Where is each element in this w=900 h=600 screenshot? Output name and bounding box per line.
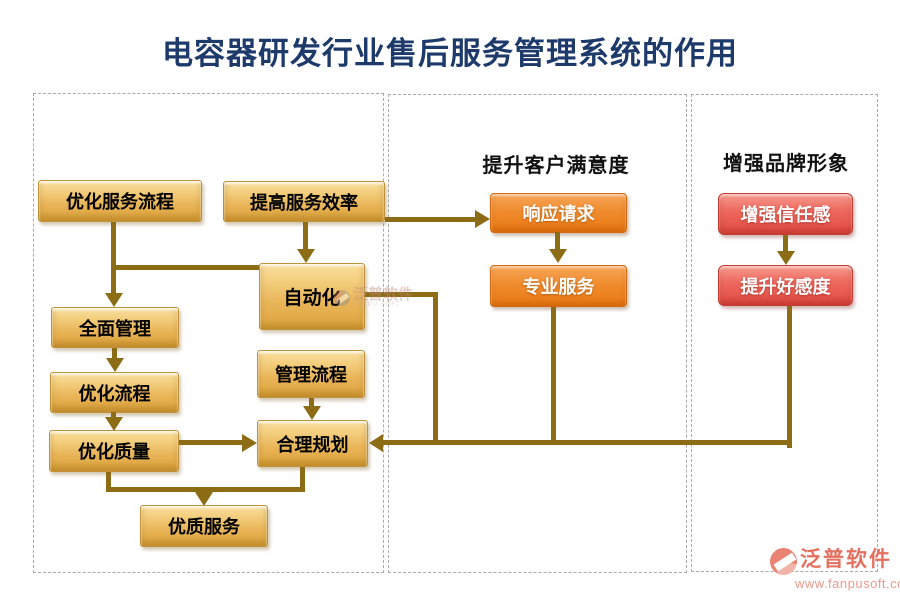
node-manage-process: 管理流程 [257, 350, 365, 398]
edge-automation-feedback-vline [433, 292, 438, 443]
edge-professional-feedback-vline [551, 307, 556, 443]
node-improve-favorability: 提升好感度 [718, 265, 853, 306]
node-improve-service-efficiency: 提高服务效率 [223, 181, 385, 222]
edge-ise-to-respond-arrowhead [475, 210, 490, 228]
node-optimize-process: 优化流程 [50, 372, 179, 413]
edge-oq-to-qs-vline [106, 472, 111, 492]
edge-cm-to-op-line [112, 348, 117, 359]
edge-op-to-oq-arrowhead [105, 417, 123, 431]
node-optimize-service-process: 优化服务流程 [38, 180, 202, 222]
edge-osp-to-cm-arrowhead [105, 293, 123, 307]
fanpu-logo-name: 泛普软件 [800, 548, 892, 571]
edge-qs-hline [106, 487, 305, 492]
edge-feedback-arrowhead [369, 434, 383, 452]
edge-mp-to-rp-arrowhead [303, 406, 321, 420]
node-automation: 自动化 [259, 263, 365, 330]
fanpu-logo: 泛普软件 www.fanpusoft.com [770, 546, 900, 591]
edge-ise-to-automation-arrowhead [297, 249, 315, 263]
edge-oq-to-rp-arrowhead [242, 434, 257, 452]
fanpu-logo-swoosh-icon [770, 548, 797, 575]
node-professional-service: 专业服务 [490, 265, 627, 307]
edge-feedback-hline [383, 440, 792, 445]
edge-mp-to-rp-line [309, 398, 314, 407]
edge-rp-to-qs-vline [300, 467, 305, 492]
edge-ise-to-respond-line [385, 217, 476, 222]
edge-osp-to-automation-line [111, 265, 259, 270]
edge-favor-feedback-vline [787, 306, 792, 448]
header-brand-image: 增强品牌形象 [723, 153, 849, 175]
edge-op-to-oq-line [111, 412, 116, 418]
page-title: 电容器研发行业售后服务管理系统的作用 [162, 36, 738, 71]
edge-trust-to-favor-arrowhead [777, 251, 795, 265]
edge-trust-to-favor-line [783, 235, 788, 252]
edge-automation-feedback-hline [365, 292, 438, 297]
panel-system-functions [33, 93, 384, 573]
panel-customer-satisfaction [388, 94, 687, 573]
node-comprehensive-management: 全面管理 [51, 307, 179, 348]
edge-ise-to-automation-line [303, 222, 308, 250]
edge-respond-to-professional-arrowhead [549, 249, 567, 263]
edge-oq-to-rp-line [179, 440, 243, 445]
fanpu-logo-url: www.fanpusoft.com [795, 576, 900, 591]
header-customer-satisfaction: 提升客户满意度 [482, 155, 630, 177]
node-enhance-trust: 增强信任感 [718, 193, 853, 235]
node-respond-requests: 响应请求 [490, 193, 627, 233]
edge-respond-to-professional-line [555, 232, 560, 250]
edge-osp-to-cm-line [111, 222, 116, 294]
edge-qs-arrowhead [195, 492, 213, 506]
node-quality-service: 优质服务 [140, 505, 268, 547]
edge-cm-to-op-arrowhead [106, 358, 124, 372]
node-reasonable-planning: 合理规划 [257, 420, 368, 467]
node-optimize-quality: 优化质量 [49, 430, 179, 472]
